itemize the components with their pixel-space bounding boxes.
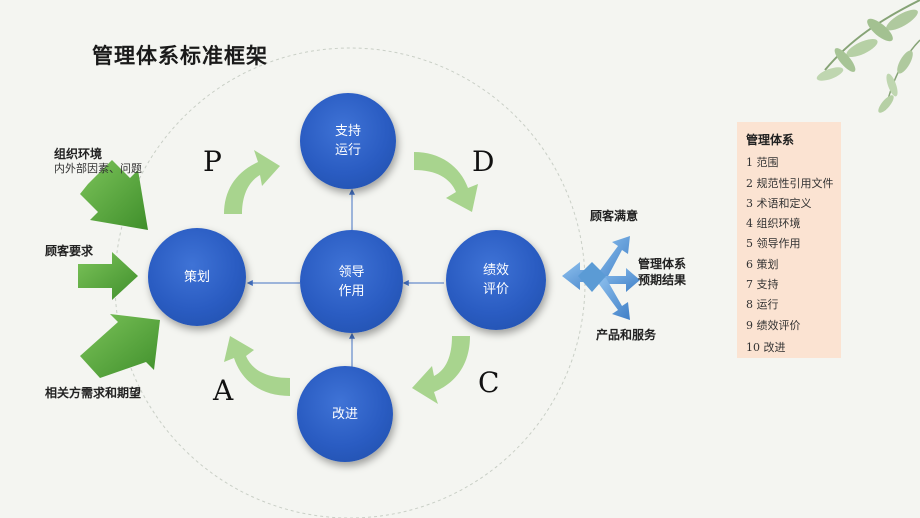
node-performance-evaluation: 绩效 评价 (446, 230, 546, 330)
clause-item: 8 运行 (746, 298, 779, 311)
pdca-letter-d: D (472, 145, 495, 178)
node-leadership: 领导 作用 (300, 230, 403, 333)
clause-item: 10 改进 (746, 341, 786, 354)
node-planning: 策划 (148, 228, 246, 326)
pdca-letter-p: P (203, 145, 222, 178)
input-arrow-customer (78, 252, 138, 300)
clause-item: 9 绩效评价 (746, 319, 801, 332)
label-stakeholders: 相关方需求和期望 (45, 386, 142, 400)
clause-item: 3 术语和定义 (746, 197, 812, 210)
cycle-arrow-p (224, 150, 280, 214)
input-arrow-stakeholders (80, 314, 160, 378)
page-title: 管理体系标准框架 (92, 44, 268, 68)
label-products-services: 产品和服务 (596, 328, 657, 342)
panel-title: 管理体系 (746, 133, 795, 147)
clause-item: 7 支持 (746, 278, 779, 291)
input-arrow-org-env (80, 160, 148, 230)
label-expected-results: 管理体系 预期结果 (638, 257, 687, 287)
cycle-arrow-a (224, 336, 290, 396)
clause-item: 6 策划 (746, 258, 779, 271)
clause-item: 5 领导作用 (746, 237, 801, 250)
pdca-letter-c: C (478, 366, 500, 399)
clause-item: 1 范围 (746, 156, 779, 169)
pdca-letter-a: A (213, 374, 234, 407)
output-arrows (562, 236, 640, 320)
node-improvement: 改进 (297, 366, 393, 462)
node-support-operation: 支持 运行 (300, 93, 396, 189)
cycle-arrow-d (414, 152, 478, 212)
clause-item: 4 组织环境 (746, 217, 801, 230)
clause-item: 2 规范性引用文件 (746, 177, 834, 190)
label-org-env-sub: 内外部因素、问题 (54, 162, 142, 175)
label-customer-satisfaction: 顾客满意 (590, 209, 639, 223)
clause-list-panel: 管理体系 1 范围 2 规范性引用文件 3 术语和定义 4 组织环境 5 领导作… (737, 122, 841, 358)
leaf-decoration (816, 0, 920, 113)
label-org-env: 组织环境 (54, 147, 103, 161)
label-customer-req: 顾客要求 (45, 244, 94, 258)
cycle-arrow-c (412, 336, 470, 404)
